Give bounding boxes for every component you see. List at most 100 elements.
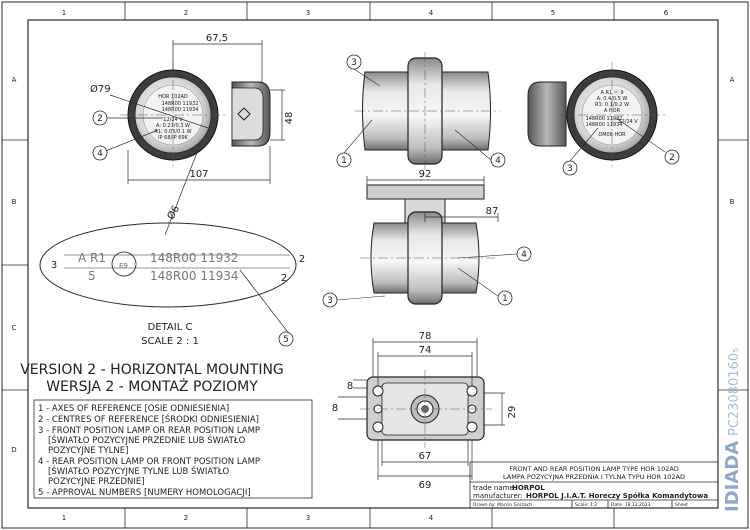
dim-67-5: 67,5 — [206, 33, 228, 44]
version-heading: VERSION 2 - HORIZONTAL MOUNTING WERSJA 2… — [20, 362, 284, 395]
rear-lens-marking: A R1 ⓔ 9 A: 0.4/0.5 W R1: 0.1/0.2 W A HO… — [586, 89, 639, 138]
dim-2a: 2 — [299, 254, 305, 265]
col-label: 2 — [184, 9, 188, 17]
trade-name-value: HORPOL — [512, 484, 545, 492]
detail-c-ellipse — [39, 149, 297, 336]
watermark-brand: IDIADA — [722, 441, 743, 512]
svg-text:2: 2 — [669, 153, 675, 163]
svg-text:5 - APPROVAL NUMBERS [NUMERY H: 5 - APPROVAL NUMBERS [NUMERY HOMOLOGACJI… — [38, 488, 251, 498]
col-label: 5 — [551, 9, 555, 17]
svg-text:1 - AXES OF REFERENCE [OSIE OD: 1 - AXES OF REFERENCE [OSIE ODNIESIENIA] — [38, 404, 229, 414]
base-view-dim-labels: 78 74 8 8 29 67 69 — [332, 331, 518, 491]
trade-name-label: trade name: — [473, 484, 516, 492]
version-pl: WERSJA 2 - MONTAŻ POZIOMY — [46, 377, 258, 395]
detail-approval-2: 148R00 11934 — [150, 269, 239, 283]
col-label: 3 — [306, 514, 310, 522]
manufacturer-value: HORPOL J.I.A.T. Horeczy Spółka Komandyto… — [526, 492, 708, 500]
sheet-cell: Sheet — [675, 502, 688, 508]
svg-text:R1: 0.05/0.1 W: R1: 0.05/0.1 W — [154, 129, 191, 135]
title-line2: LAMPA POZYCYJNA PRZEDNIA I TYLNA TYPU HO… — [503, 473, 685, 481]
svg-text:R1: 0.1/0.2 W: R1: 0.1/0.2 W — [595, 102, 629, 108]
row-label: D — [11, 446, 16, 454]
legend-items: 1 - AXES OF REFERENCE [OSIE ODNIESIENIA]… — [38, 404, 260, 498]
date-cell: Date: 18.12.2023 — [611, 502, 651, 508]
dim-48: 48 — [284, 112, 295, 125]
svg-text:148R00 11934: 148R00 11934 — [162, 107, 199, 113]
col-label: 2 — [184, 514, 188, 522]
col-label: 4 — [429, 9, 434, 17]
svg-text:DM08 HOR: DM08 HOR — [598, 132, 626, 138]
detail-approval-1: 148R00 11932 — [150, 251, 239, 265]
grid-labels: 1 2 3 4 5 6 1 2 3 4 A B C D A B — [11, 9, 734, 522]
dim-92: 92 — [419, 169, 432, 180]
svg-text:A R1 ⓔ 9: A R1 ⓔ 9 — [600, 89, 623, 96]
svg-text:HOR 102AD: HOR 102AD — [158, 94, 188, 100]
dim-8b: 8 — [332, 403, 338, 414]
row-label: B — [730, 198, 735, 206]
svg-text:148R00 11932: 148R00 11932 — [162, 101, 199, 107]
col-label: 1 — [62, 9, 66, 17]
base-view-lamp — [360, 370, 492, 448]
legend-box — [33, 399, 313, 499]
base-view-dimensions — [338, 338, 505, 480]
front-lens-marking: HOR 102AD 148R00 11932 148R00 11934 12/2… — [154, 94, 198, 141]
top-view-dimensions — [366, 176, 499, 222]
row-label: A — [12, 76, 17, 84]
manufacturer-label: manufacturer: — [473, 492, 523, 500]
svg-text:1: 1 — [341, 156, 347, 166]
svg-text:3: 3 — [351, 58, 357, 68]
dim-67: 67 — [419, 451, 432, 462]
detail-title: DETAIL C — [148, 322, 193, 333]
drawn-by: Drawn by: Marcin Gorzach — [473, 502, 532, 508]
row-label: B — [12, 198, 17, 206]
svg-text:[ŚWIATŁO POZYCYJNE PRZEDNIE LU: [ŚWIATŁO POZYCYJNE PRZEDNIE LUB ŚWIATŁO — [48, 434, 246, 446]
title-block — [469, 461, 719, 509]
svg-text:148R00 11932: 148R00 11932 — [586, 116, 623, 122]
detail-scale: SCALE 2 : 1 — [141, 336, 199, 347]
svg-text:1: 1 — [502, 294, 508, 304]
svg-text:[ŚWIATŁO POZYCYJNE TYLNE LUB Ś: [ŚWIATŁO POZYCYJNE TYLNE LUB ŚWIATŁO — [48, 465, 229, 477]
dim-phi6: Ø6 — [165, 203, 183, 221]
callout-leaders — [336, 68, 666, 301]
idiada-watermark: IDIADA PC23080160₅ — [722, 348, 743, 512]
svg-text:4: 4 — [495, 156, 501, 166]
callout-numbers: 2 4 3 1 4 3 2 4 3 1 5 — [97, 58, 675, 345]
dim-phi79: Ø79 — [90, 83, 111, 95]
front-view-lamp — [120, 62, 271, 168]
detail-e-mark: E9 — [119, 262, 128, 270]
svg-text:3: 3 — [567, 164, 573, 174]
dim-8a: 8 — [347, 381, 353, 392]
dim-3: 3 — [51, 260, 57, 271]
svg-text:3: 3 — [327, 296, 333, 306]
title-line1: FRONT AND REAR POSITION LAMP TYPE HOR 10… — [509, 465, 679, 473]
svg-text:12/24 V: 12/24 V — [618, 119, 638, 125]
top-view-dim-labels: 92 87 — [419, 169, 499, 217]
dim-107: 107 — [189, 169, 208, 180]
detail-c-markings: A R1 E9 148R00 11932 5 148R00 11934 — [78, 251, 239, 283]
title-block-text: FRONT AND REAR POSITION LAMP TYPE HOR 10… — [473, 465, 708, 508]
callout-balloons — [92, 54, 680, 347]
dim-74: 74 — [419, 345, 432, 356]
dim-2b: 2 — [281, 273, 287, 284]
svg-text:POZYCYJNE PRZEDNIE]: POZYCYJNE PRZEDNIE] — [48, 477, 145, 487]
front-view-dim-labels: 67,5 48 107 Ø79 — [90, 33, 295, 180]
detail-marking-row1: A R1 — [78, 251, 106, 265]
watermark-code: PC23080160₅ — [727, 348, 742, 436]
svg-text:4 - REAR POSITION LAMP OR FRON: 4 - REAR POSITION LAMP OR FRONT POSITION… — [38, 457, 260, 467]
svg-text:5: 5 — [283, 335, 289, 345]
col-label: 1 — [62, 514, 66, 522]
dim-78: 78 — [419, 331, 432, 342]
dim-69: 69 — [419, 480, 432, 491]
svg-text:A: 0.4/0.5 W: A: 0.4/0.5 W — [597, 96, 628, 102]
svg-text:IP 68/IP 69K: IP 68/IP 69K — [158, 135, 189, 141]
svg-text:12/24 V: 12/24 V — [163, 117, 183, 123]
row-label: C — [12, 324, 17, 332]
rear-view-lamp — [527, 62, 668, 168]
top-view-lamp — [360, 184, 495, 305]
col-label: 4 — [429, 514, 434, 522]
col-label: 3 — [306, 9, 310, 17]
svg-text:2 - CENTRES OF REFERENCE [ŚROD: 2 - CENTRES OF REFERENCE [ŚRODKI ODNIESI… — [38, 413, 259, 425]
svg-text:2: 2 — [97, 114, 103, 124]
